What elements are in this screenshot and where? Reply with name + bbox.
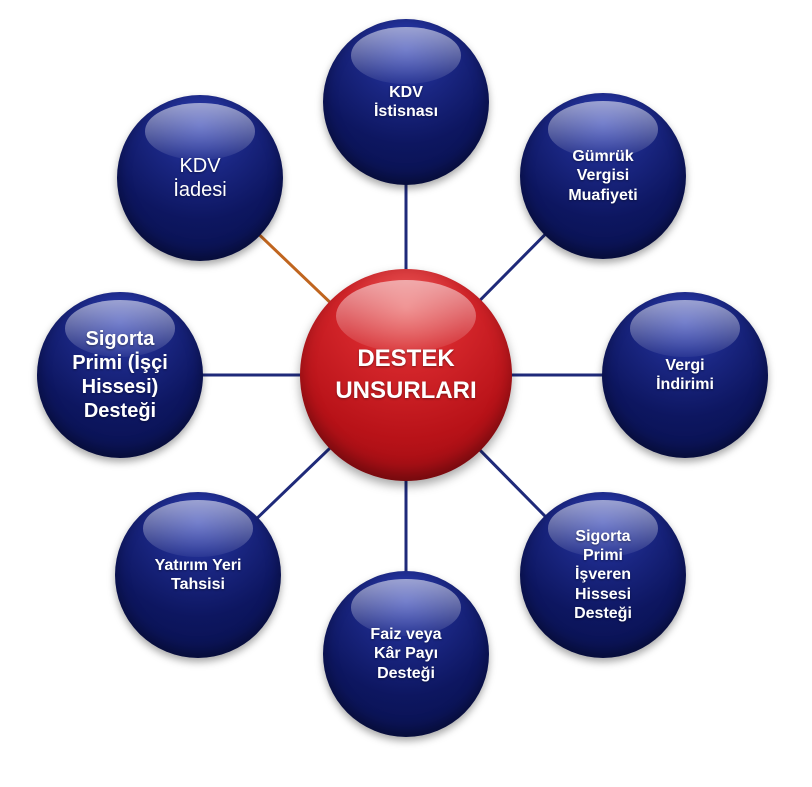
node-label-faiz-veya-kar-payi-destegi: Faiz veya Kâr Payı Desteği bbox=[370, 626, 442, 682]
node-gumruk-vergisi-muafiyeti: Gümrük Vergisi Muafiyeti bbox=[520, 93, 686, 259]
node-label-sigorta-primi-isveren-hissesi-destegi: Sigorta Primi İşveren Hissesi Desteği bbox=[574, 528, 632, 622]
node-kdv-istisnasi: KDV İstisnası bbox=[323, 19, 489, 185]
node-label-yatirim-yeri-tahsisi: Yatırım Yeri Tahsisi bbox=[154, 556, 242, 593]
node-yatirim-yeri-tahsisi: Yatırım Yeri Tahsisi bbox=[115, 492, 281, 658]
node-faiz-veya-kar-payi-destegi: Faiz veya Kâr Payı Desteği bbox=[323, 571, 489, 737]
node-label-vergi-indirimi: Vergi İndirimi bbox=[656, 356, 714, 393]
node-sigorta-primi-isveren-hissesi-destegi: Sigorta Primi İşveren Hissesi Desteği bbox=[520, 492, 686, 658]
node-vergi-indirimi: Vergi İndirimi bbox=[602, 292, 768, 458]
node-label-kdv-iadesi: KDV İadesi bbox=[173, 155, 227, 201]
node-label-gumruk-vergisi-muafiyeti: Gümrük Vergisi Muafiyeti bbox=[568, 148, 638, 204]
node-kdv-iadesi: KDV İadesi bbox=[117, 95, 283, 261]
node-label-kdv-istisnasi: KDV İstisnası bbox=[373, 83, 439, 120]
center-node-destek-unsurlari: DESTEK UNSURLARI bbox=[300, 269, 512, 481]
center-node-label: DESTEK UNSURLARI bbox=[335, 344, 477, 404]
node-label-sigorta-primi-isci-hissesi-destegi: Sigorta Primi (İşçi Hissesi) Desteği bbox=[72, 328, 168, 422]
node-sigorta-primi-isci-hissesi-destegi: Sigorta Primi (İşçi Hissesi) Desteği bbox=[37, 292, 203, 458]
